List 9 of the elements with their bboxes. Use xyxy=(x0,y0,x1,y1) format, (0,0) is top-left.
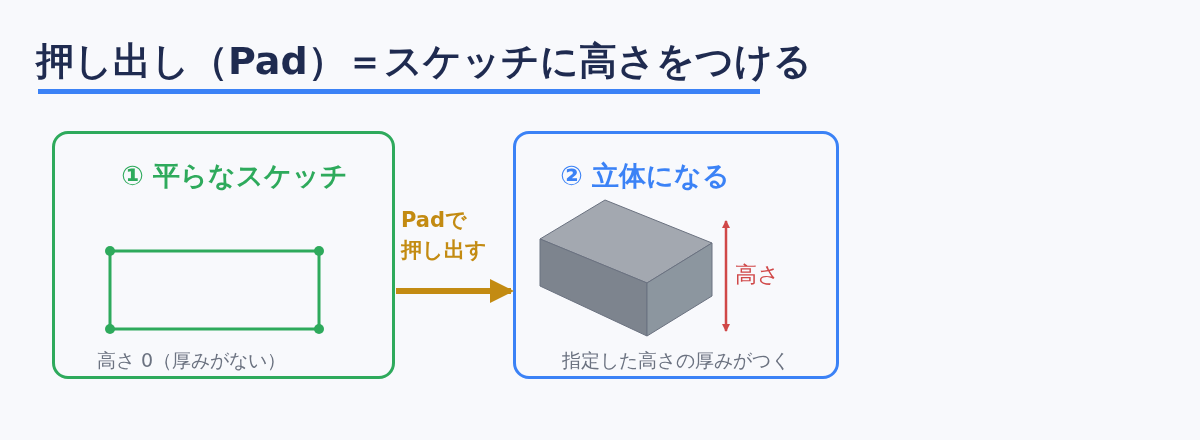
panel-heading: ② 立体になる xyxy=(560,159,731,193)
panel-caption: 指定した高さの厚みがつく xyxy=(562,348,790,373)
panel-box xyxy=(52,131,395,379)
panel-caption: 高さ 0（厚みがない） xyxy=(97,348,287,373)
title: 押し出し（Pad）＝スケッチに高さをつける xyxy=(36,38,812,85)
dimension-label: 高さ xyxy=(735,261,780,289)
edge-label: Padで押し出す xyxy=(401,207,488,264)
panel-heading: ① 平らなスケッチ xyxy=(121,159,349,193)
arrow xyxy=(396,279,514,303)
